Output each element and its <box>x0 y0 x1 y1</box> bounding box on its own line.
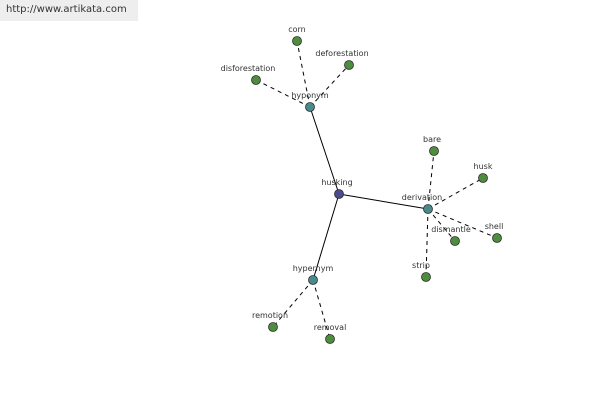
word-node-husk[interactable] <box>478 173 488 183</box>
root-label-husking[interactable]: husking <box>321 178 352 187</box>
site-url-banner[interactable]: http://www.artikata.com <box>0 0 138 21</box>
edge-hyponym-disforestation <box>255 79 311 108</box>
word-node-bare[interactable] <box>429 146 439 156</box>
edge-husking-derivation <box>338 193 429 210</box>
word-label-husk[interactable]: husk <box>474 162 493 171</box>
relation-label-hypernym[interactable]: hypernym <box>293 264 334 273</box>
edge-hyponym-corn <box>296 40 311 108</box>
edge-hypernym-remotion <box>272 279 314 328</box>
edge-derivation-strip <box>425 208 429 278</box>
relation-label-hyponym[interactable]: hyponym <box>291 91 329 100</box>
word-node-corn[interactable] <box>292 36 302 46</box>
word-label-dismantle[interactable]: dismantle <box>431 225 471 234</box>
word-node-shell[interactable] <box>492 233 502 243</box>
edge-derivation-dismantle <box>427 208 456 242</box>
word-label-corn[interactable]: corn <box>288 25 306 34</box>
word-label-strip[interactable]: strip <box>412 261 430 270</box>
word-node-removal[interactable] <box>325 334 335 344</box>
word-label-bare[interactable]: bare <box>423 135 441 144</box>
relation-label-derivation[interactable]: derivation <box>402 193 442 202</box>
word-node-deforestation[interactable] <box>344 60 354 70</box>
root-node-husking[interactable] <box>334 189 344 199</box>
word-label-remotion[interactable]: remotion <box>252 311 288 320</box>
edge-derivation-bare <box>427 150 435 210</box>
nodes-layer <box>251 36 502 344</box>
word-label-deforestation[interactable]: deforestation <box>315 49 368 58</box>
word-node-disforestation[interactable] <box>251 75 261 85</box>
word-node-remotion[interactable] <box>268 322 278 332</box>
word-node-strip[interactable] <box>421 272 431 282</box>
edge-husking-hyponym <box>309 106 340 195</box>
labels-layer: corn deforestation disforestation hyponym ba… <box>221 25 504 332</box>
relation-node-hyponym[interactable] <box>305 102 315 112</box>
word-node-dismantle[interactable] <box>450 236 460 246</box>
edge-husking-hypernym <box>312 193 340 281</box>
relation-node-derivation[interactable] <box>423 204 433 214</box>
edges-layer <box>255 40 498 340</box>
edge-derivation-husk <box>427 177 484 210</box>
word-label-shell[interactable]: shell <box>485 222 504 231</box>
relation-node-hypernym[interactable] <box>308 275 318 285</box>
edge-hypernym-removal <box>312 279 331 340</box>
word-label-disforestation[interactable]: disforestation <box>221 64 276 73</box>
word-label-removal[interactable]: removal <box>314 323 347 332</box>
edge-hyponym-deforestation <box>309 64 350 108</box>
